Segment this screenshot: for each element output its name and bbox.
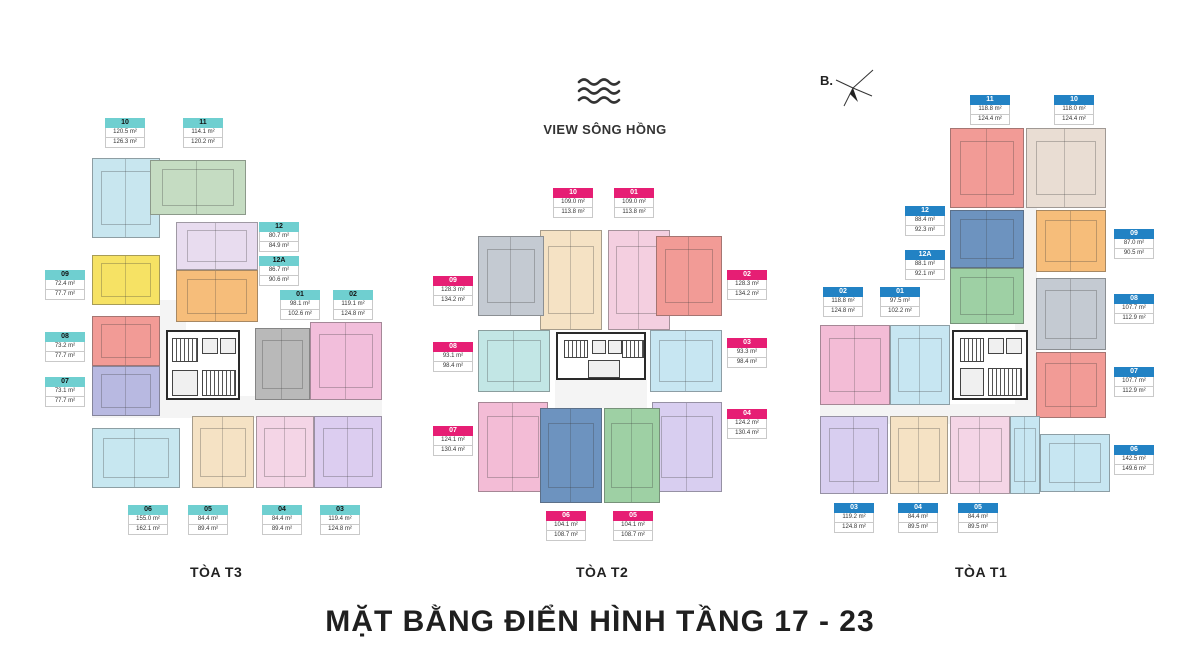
t3-core xyxy=(166,330,240,400)
tower-t2-name: TÒA T2 xyxy=(576,564,629,580)
unit-t1-06[interactable] xyxy=(1040,434,1110,492)
river-waves-icon xyxy=(577,78,621,104)
unit-t3-08[interactable] xyxy=(92,316,160,366)
unit-t2-05[interactable] xyxy=(604,408,660,503)
unit-t2-03[interactable] xyxy=(650,330,722,392)
unit-t1-03[interactable] xyxy=(820,416,888,494)
unit-t1-09[interactable] xyxy=(1036,210,1106,272)
unit-t3-03[interactable] xyxy=(314,416,382,488)
unit-t2-04[interactable] xyxy=(652,402,722,492)
unit-t3-02[interactable] xyxy=(310,322,382,400)
unit-t3-12a[interactable] xyxy=(176,270,258,322)
compass-icon xyxy=(835,69,874,107)
unit-t3-04[interactable] xyxy=(256,416,314,488)
unit-t1-extra[interactable] xyxy=(1010,416,1040,494)
view-title: VIEW SÔNG HỒNG xyxy=(543,122,667,137)
unit-t2-02[interactable] xyxy=(656,236,722,316)
unit-t2-08[interactable] xyxy=(478,330,550,392)
unit-t3-06[interactable] xyxy=(92,428,180,488)
unit-t2-10[interactable] xyxy=(540,230,602,330)
t2-core xyxy=(556,332,646,380)
tower-t3-name: TÒA T3 xyxy=(190,564,243,580)
unit-t1-12a[interactable] xyxy=(950,268,1024,324)
unit-t1-04[interactable] xyxy=(890,416,948,494)
tower-t1-name: TÒA T1 xyxy=(955,564,1008,580)
unit-t1-10[interactable] xyxy=(1026,128,1106,208)
t1-core xyxy=(952,330,1028,400)
unit-t1-05[interactable] xyxy=(950,416,1010,494)
unit-t3-11[interactable] xyxy=(150,160,246,215)
unit-t3-01[interactable] xyxy=(255,328,310,400)
page-title: MẶT BẰNG ĐIỂN HÌNH TẦNG 17 - 23 xyxy=(325,605,875,638)
unit-t1-01[interactable] xyxy=(890,325,950,405)
unit-t3-09[interactable] xyxy=(92,255,160,305)
unit-t3-05[interactable] xyxy=(192,416,254,488)
unit-t1-08[interactable] xyxy=(1036,278,1106,350)
unit-t1-12[interactable] xyxy=(950,210,1024,268)
unit-t1-07[interactable] xyxy=(1036,352,1106,418)
unit-t1-11[interactable] xyxy=(950,128,1024,208)
unit-t1-02[interactable] xyxy=(820,325,890,405)
unit-t2-07[interactable] xyxy=(478,402,548,492)
unit-t2-06[interactable] xyxy=(540,408,602,503)
unit-t3-12[interactable] xyxy=(176,222,258,270)
unit-t2-09[interactable] xyxy=(478,236,544,316)
unit-t3-10[interactable] xyxy=(92,158,160,238)
unit-t3-07[interactable] xyxy=(92,366,160,416)
compass-label: B. xyxy=(820,73,833,88)
